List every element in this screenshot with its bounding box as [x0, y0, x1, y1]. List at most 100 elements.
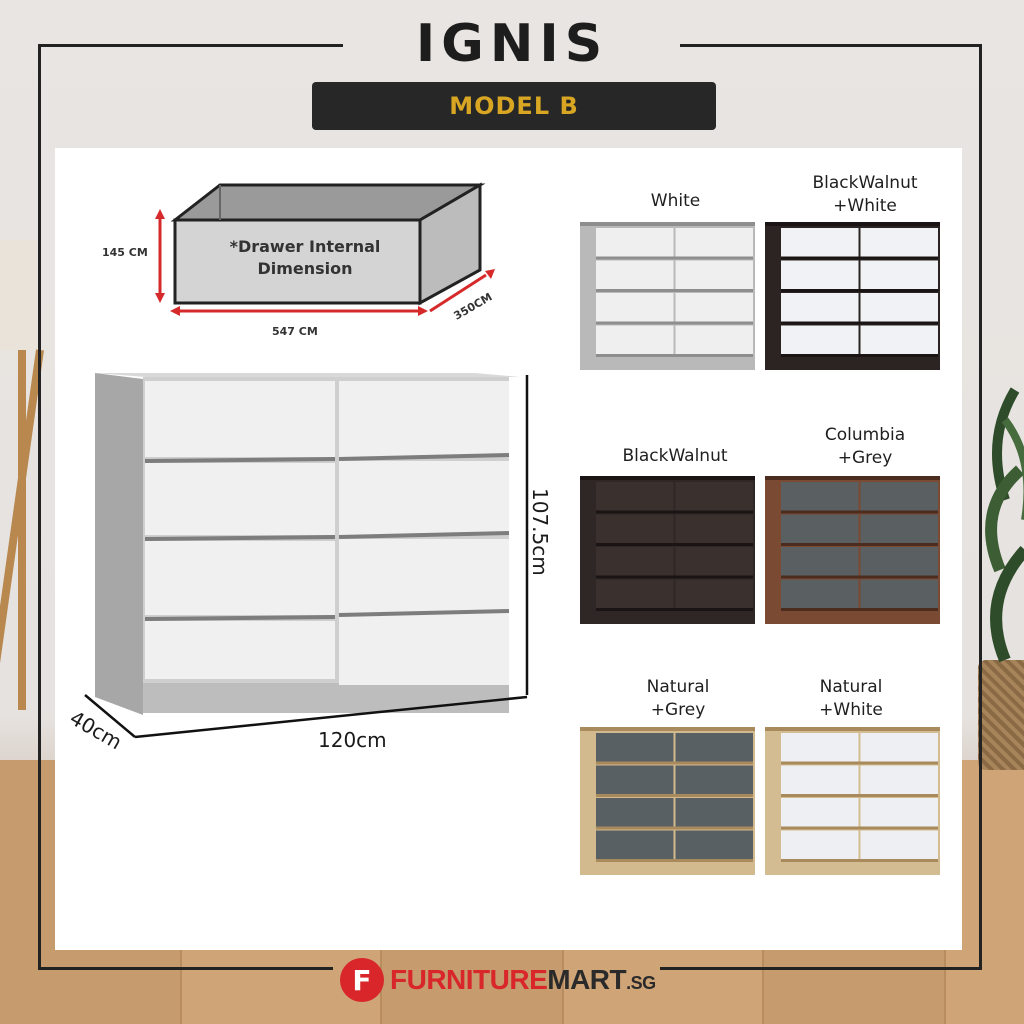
dresser-top-edge: [765, 222, 940, 226]
frame-bottom-left: [38, 967, 333, 970]
dresser-top-edge: [580, 222, 755, 226]
variant-label-columbia-grey: Columbia +Grey: [785, 424, 945, 470]
drawer-gap: [781, 321, 938, 325]
drawer-gap: [596, 575, 753, 579]
drawer-front: [860, 765, 938, 794]
drawer-front: [675, 579, 753, 608]
drawer-front: [860, 514, 938, 543]
brand-name-part3: .SG: [626, 973, 656, 993]
drawer-front: [860, 733, 938, 762]
drawer-gap: [596, 543, 753, 546]
variant-name: White: [650, 191, 701, 211]
variant-label-blackwalnut: BlackWalnut: [600, 445, 750, 468]
drawer-gap: [596, 321, 753, 325]
drawer-gap: [596, 256, 753, 260]
variant-label-white: White: [608, 190, 743, 213]
brand-logo[interactable]: F FURNITUREMART.SG: [340, 955, 656, 1005]
model-label: MODEL B: [449, 92, 579, 120]
drawer-front: [781, 765, 859, 794]
drawer-front: [596, 293, 674, 322]
drawer-front: [860, 482, 938, 511]
drawer-gap: [781, 761, 938, 765]
drawer-front: [781, 514, 859, 543]
drawer-front: [860, 547, 938, 576]
drawer-front: [675, 482, 753, 511]
drawer-width-label: 547 CM: [272, 325, 318, 338]
drawer-gap: [596, 354, 753, 357]
drawer-front: [596, 514, 674, 543]
brand-name-part2: MART: [547, 964, 627, 995]
drawer-gap: [781, 510, 938, 514]
drawer-box-diagram: [155, 182, 495, 316]
drawer-front: [860, 830, 938, 859]
drawer-note: *Drawer Internal Dimension: [210, 236, 400, 280]
drawer-front: [675, 733, 753, 762]
drawer-front: [781, 798, 859, 827]
drawer-front: [596, 482, 674, 511]
variant-name: Natural: [646, 677, 710, 697]
drawer-front: [675, 830, 753, 859]
drawer-front: [781, 733, 859, 762]
main-width-label: 120cm: [318, 728, 387, 752]
dresser-plinth: [596, 358, 753, 370]
drawer-gap: [781, 256, 938, 260]
brand-name: FURNITUREMART.SG: [390, 964, 656, 996]
drawer-front: [675, 547, 753, 576]
drawer-front: [596, 830, 674, 859]
frame-right: [979, 44, 982, 969]
variant-dresser-columbia-grey: [765, 476, 940, 624]
dresser-plinth: [596, 612, 753, 624]
frame-top-right: [680, 44, 982, 47]
drawer-gap: [596, 289, 753, 292]
drawer-gap: [781, 794, 938, 797]
drawer-note-line1: *Drawer Internal: [229, 237, 381, 256]
drawer-front: [860, 579, 938, 608]
model-badge: MODEL B: [312, 82, 716, 130]
variant-dresser-white: [580, 222, 755, 370]
drawer-front: [596, 260, 674, 289]
plant-basket: [978, 660, 1024, 770]
drawer-front: [675, 765, 753, 794]
variant-name: Natural: [819, 677, 883, 697]
drawer-front: [596, 733, 674, 762]
dresser-plinth: [781, 863, 938, 875]
frame-top-left: [38, 44, 343, 47]
dresser-plinth: [781, 358, 938, 370]
variant-dresser-blackwalnut-white: [765, 222, 940, 370]
variant-name: BlackWalnut: [812, 173, 918, 193]
drawer-front: [860, 798, 938, 827]
variant-name: BlackWalnut: [622, 446, 728, 466]
brand-logo-icon: F: [340, 958, 384, 1002]
drawer-gap: [596, 510, 753, 514]
brand-name-part1: FURNITURE: [390, 964, 548, 995]
drawer-front: [860, 260, 938, 289]
drawer-front: [596, 579, 674, 608]
drawer-front: [675, 293, 753, 322]
product-title: IGNIS: [415, 14, 609, 74]
drawer-front: [596, 325, 674, 354]
variant-label-natural-grey: Natural +Grey: [598, 676, 758, 722]
variant-label-natural-white: Natural +White: [771, 676, 931, 722]
drawer-height-label: 145 CM: [102, 246, 148, 259]
drawer-gap: [781, 859, 938, 862]
frame-bottom-right: [660, 967, 982, 970]
drawer-front: [860, 293, 938, 322]
dresser-top-edge: [580, 727, 755, 731]
frame-left: [38, 44, 41, 969]
drawer-front: [675, 228, 753, 257]
drawer-gap: [596, 794, 753, 797]
dresser-plinth: [781, 612, 938, 624]
dresser-top-edge: [765, 476, 940, 480]
drawer-gap: [781, 543, 938, 546]
drawer-front: [675, 798, 753, 827]
drawer-front: [781, 260, 859, 289]
dresser-top-edge: [580, 476, 755, 480]
drawer-front: [781, 293, 859, 322]
drawer-gap: [596, 761, 753, 765]
drawer-gap: [596, 608, 753, 611]
drawer-gap: [781, 575, 938, 579]
dresser-top-edge: [765, 727, 940, 731]
drawer-gap: [596, 859, 753, 862]
drawer-front: [781, 830, 859, 859]
variant-dresser-blackwalnut: [580, 476, 755, 624]
